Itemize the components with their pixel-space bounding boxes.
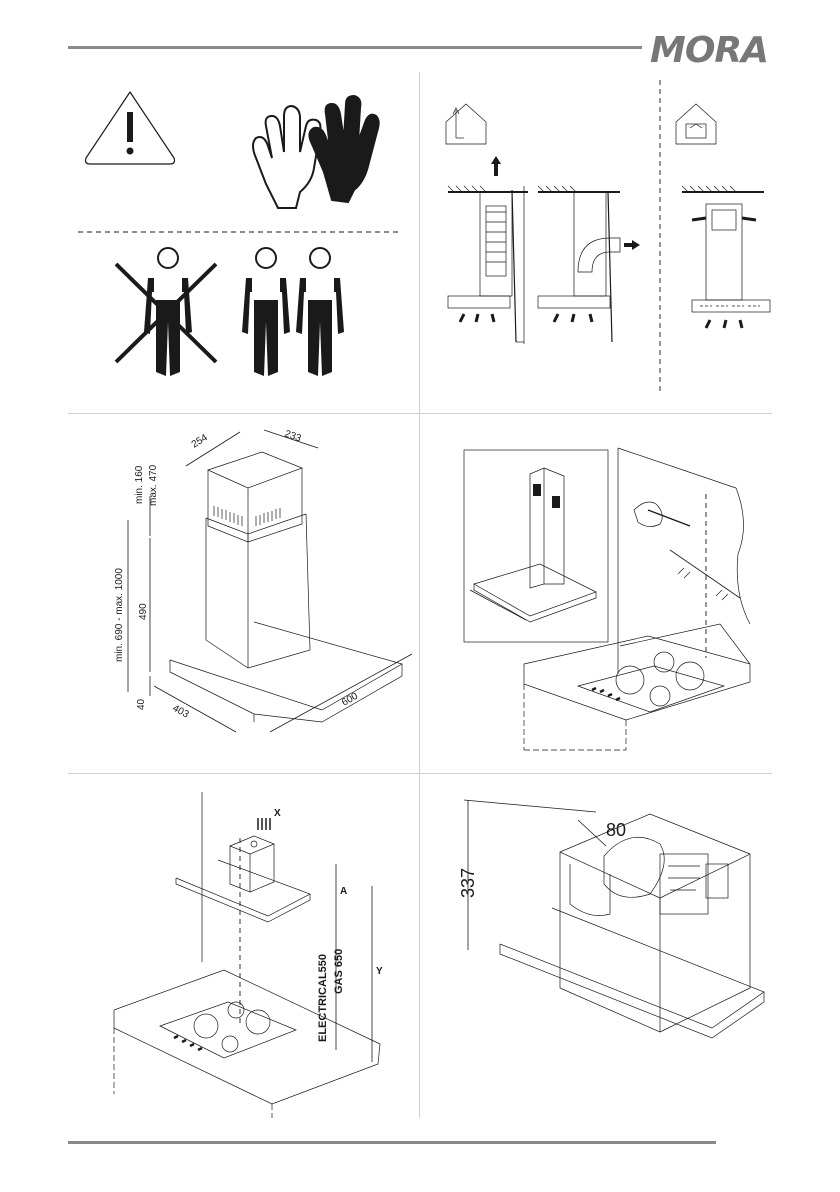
- installation-height-drawing: X A ELECTRICAL550 GAS 650 Y: [68, 774, 418, 1118]
- label-337: 337: [458, 868, 478, 898]
- label-y: Y: [376, 966, 383, 977]
- label-electrical: ELECTRICAL550: [317, 954, 329, 1042]
- footer-rule: [68, 1141, 716, 1144]
- dim-40: 40: [136, 676, 150, 710]
- label-range: min. 690 - max. 1000: [114, 568, 125, 662]
- panel-modes: [420, 72, 772, 412]
- warning-icon: [86, 92, 175, 164]
- dim-490: 490: [138, 538, 150, 672]
- label-gas: GAS 650: [333, 949, 345, 994]
- dimensions-drawing: 254 233 min. 160 max. 470 min. 690 - max…: [68, 414, 418, 772]
- label-min-160: min. 160: [134, 465, 145, 504]
- modes-illustration: [420, 72, 772, 412]
- label-x: X: [274, 808, 281, 819]
- dim-top-range: min. 160 max. 470: [134, 464, 159, 536]
- label-40: 40: [136, 698, 147, 710]
- hood-horizontal-exhaust: [538, 186, 640, 342]
- dim-403: 403: [154, 686, 236, 732]
- hood-vertical-exhaust: [448, 156, 528, 344]
- recirculation-house-icon: [676, 104, 716, 144]
- extraction-house-icon: [446, 104, 486, 144]
- panel-dimensions: 254 233 min. 160 max. 470 min. 690 - max…: [68, 414, 418, 772]
- header-rule: [68, 46, 642, 49]
- label-80: 80: [606, 820, 626, 840]
- wall-marking-drawing: [420, 414, 772, 772]
- label-600: 600: [340, 691, 360, 709]
- label-490: 490: [138, 603, 149, 620]
- dim-600: 600: [270, 654, 412, 732]
- dim-233: 233: [264, 428, 318, 448]
- dim-total-range: min. 690 - max. 1000: [114, 520, 128, 692]
- dim-254: 254: [186, 432, 240, 466]
- gloves-icon: [253, 96, 379, 208]
- label-403: 403: [171, 703, 191, 721]
- motor-drawing: 337 80: [420, 774, 772, 1118]
- label-254: 254: [190, 432, 210, 450]
- brand-logo: MORA: [650, 30, 768, 71]
- label-a: A: [340, 886, 347, 897]
- panel-installation-height: X A ELECTRICAL550 GAS 650 Y: [68, 774, 418, 1118]
- panel-wall-marking: [420, 414, 772, 772]
- safety-illustration: [68, 72, 418, 412]
- dim-80: [578, 820, 606, 846]
- panel-safety: [68, 72, 418, 412]
- panel-motor: 337 80: [420, 774, 772, 1118]
- hood-recirculation: [682, 186, 770, 328]
- two-workers-icon: [242, 248, 344, 376]
- label-max-470: max. 470: [148, 464, 159, 506]
